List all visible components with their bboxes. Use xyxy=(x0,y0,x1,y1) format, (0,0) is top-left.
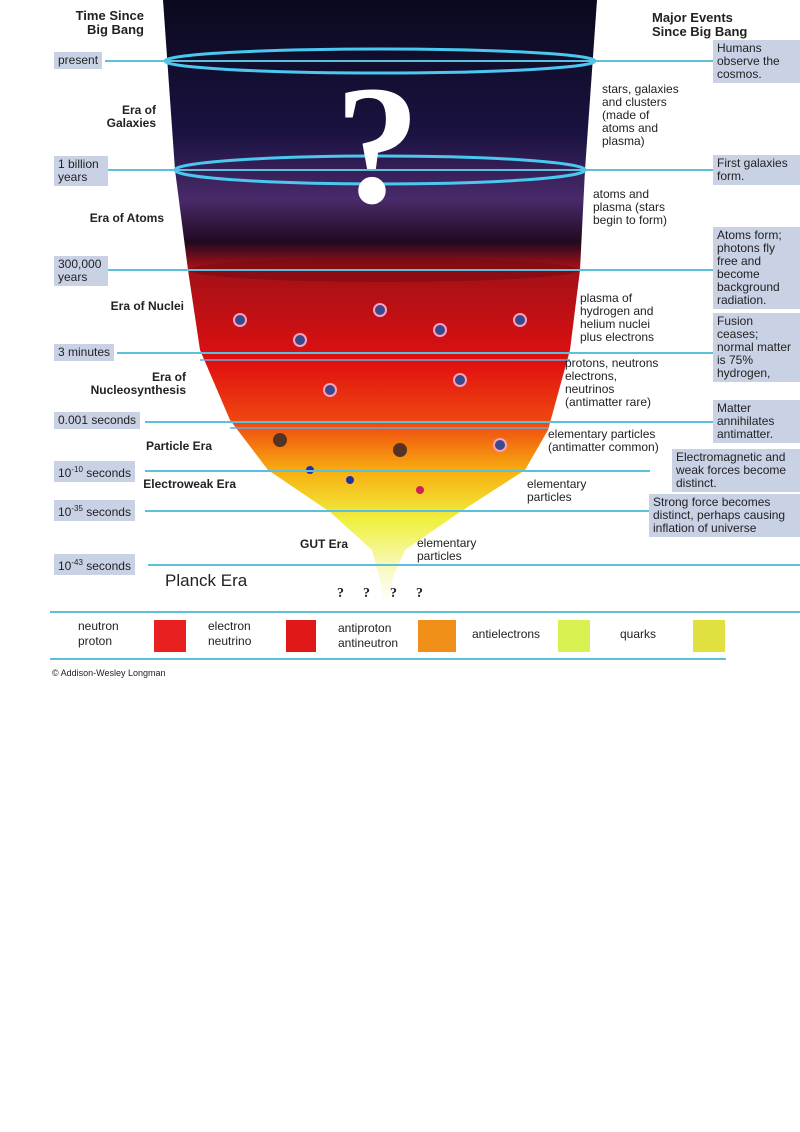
timeline-line xyxy=(105,60,715,62)
left-column-header: Time Since Big Bang xyxy=(75,8,144,37)
legend-bottom-line xyxy=(50,658,726,660)
copyright: © Addison-Wesley Longman xyxy=(52,668,166,678)
legend-top-line xyxy=(50,611,800,613)
time-300000-years: 300,000 years xyxy=(54,256,108,286)
antielectrons-swatch xyxy=(558,620,590,652)
particles xyxy=(233,303,527,494)
event-humans: Humans observe the cosmos. xyxy=(713,40,800,83)
timeline-line xyxy=(101,169,715,171)
era-nuclei: Era of Nuclei xyxy=(110,299,184,313)
event-first-galaxies: First galaxies form. xyxy=(713,155,800,185)
time-10e-35-seconds: 10-35 seconds xyxy=(54,500,135,521)
description-nucleosynthesis: protons, neutrons electrons, neutrinos (… xyxy=(565,356,659,409)
universe-funnel-illustration xyxy=(163,0,597,605)
legend-electron: electron xyxy=(208,619,251,633)
time-10e-10-seconds: 10-10 seconds xyxy=(54,461,135,482)
time-present: present xyxy=(54,52,103,69)
description-nuclei: plasma of hydrogen and helium nuclei plu… xyxy=(580,291,655,344)
era-gut: GUT Era xyxy=(300,537,349,551)
question-mark: ? xyxy=(337,586,344,601)
time-10e-43-seconds: 10-43 seconds xyxy=(54,554,135,575)
time-0001-seconds: 0.001 seconds xyxy=(54,412,141,429)
legend-proton: proton xyxy=(78,634,113,648)
legend-antineutron: antineutron xyxy=(338,636,399,650)
legend-antiproton: antiproton xyxy=(338,621,392,635)
era-nucleosynthesis: Era of Nucleosynthesis xyxy=(90,370,186,397)
antiparticle-swatch xyxy=(418,620,456,652)
electron-neutrino-swatch xyxy=(286,620,316,652)
timeline-line xyxy=(145,421,715,423)
legend-neutrino: neutrino xyxy=(208,634,252,648)
event-fusion-ceases: Fusion ceases; normal matter is 75% hydr… xyxy=(713,313,800,382)
time-1-billion-years: 1 billion years xyxy=(54,156,108,186)
right-column-header: Major Events Since Big Bang xyxy=(652,10,748,39)
time-3-minutes: 3 minutes xyxy=(54,344,115,361)
big-question-mark: ? xyxy=(335,51,420,239)
timeline-line xyxy=(117,352,715,354)
event-electroweak-split: Electromagnetic and weak forces become d… xyxy=(672,449,800,492)
timeline-line xyxy=(148,564,800,566)
timeline-line xyxy=(101,269,715,271)
era-atoms: Era of Atoms xyxy=(89,211,164,225)
description-galaxies: stars, galaxies and clusters (made of at… xyxy=(602,82,679,148)
question-mark: ? xyxy=(416,586,423,601)
legend-antielectrons: antielectrons xyxy=(472,627,541,641)
question-mark: ? xyxy=(390,586,397,601)
era-particle: Particle Era xyxy=(145,439,212,453)
era-galaxies: Era of Galaxies xyxy=(106,103,156,130)
description-particle: elementary particles (antimatter common) xyxy=(548,427,659,454)
description-electroweak: elementary particles xyxy=(527,477,587,504)
question-mark: ? xyxy=(363,586,370,601)
era-electroweak: Electroweak Era xyxy=(143,477,236,491)
event-annihilation: Matter annihilates antimatter. xyxy=(713,400,800,443)
legend-quarks: quarks xyxy=(620,627,657,641)
timeline-line xyxy=(145,510,650,512)
quarks-swatch xyxy=(693,620,725,652)
event-atoms-form: Atoms form; photons fly free and become … xyxy=(713,227,800,309)
legend-neutron: neutron xyxy=(78,619,119,633)
description-atoms: atoms and plasma (stars begin to form) xyxy=(593,187,668,227)
event-strong-force: Strong force becomes distinct, perhaps c… xyxy=(649,494,800,537)
timeline-line xyxy=(145,470,650,472)
description-gut: elementary particles xyxy=(417,536,477,563)
era-planck: Planck Era xyxy=(165,571,248,590)
neutron-proton-swatch xyxy=(154,620,186,652)
